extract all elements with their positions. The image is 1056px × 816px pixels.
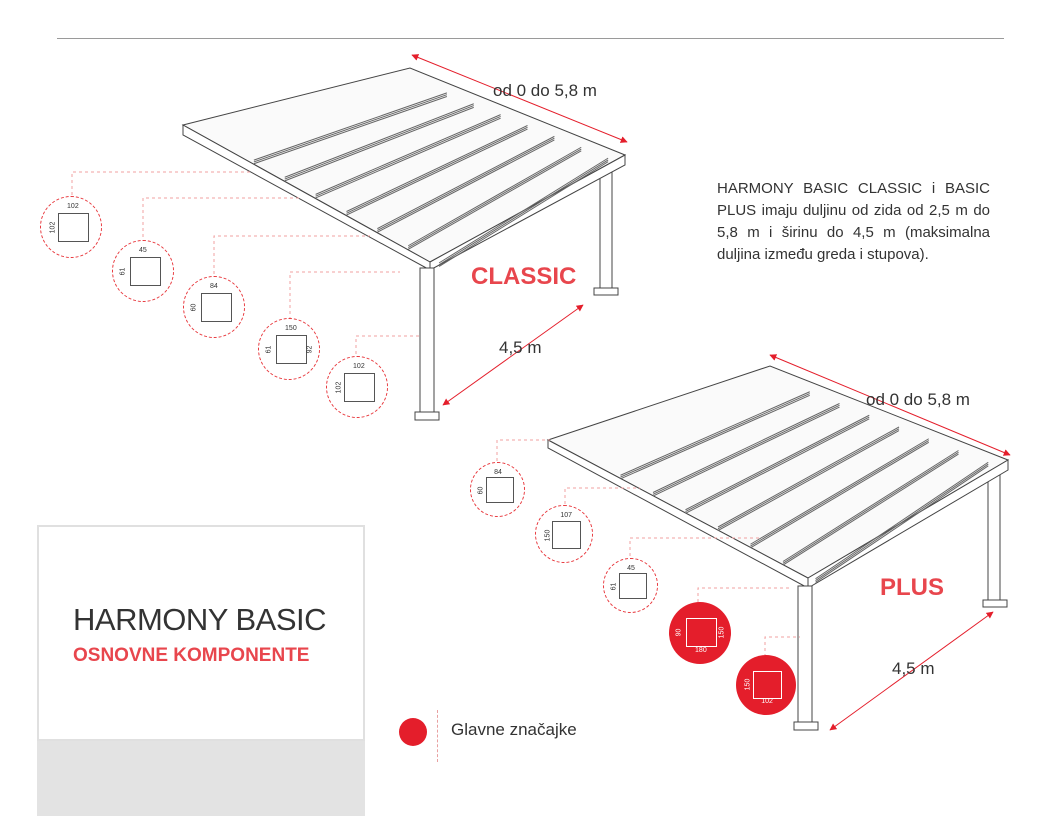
profile-shape <box>201 293 232 323</box>
profile-height-label: 102 <box>335 381 343 394</box>
card-subtitle: OSNOVNE KOMPONENTE <box>73 645 310 666</box>
classic-post-base <box>593 287 619 296</box>
roof-slat-line <box>750 438 930 545</box>
roof-slat-line <box>750 441 930 549</box>
plus-post-front <box>797 585 813 727</box>
profile-section-classic-2: 45 61 <box>112 240 174 302</box>
plus-label: PLUS <box>880 574 945 601</box>
profile-height-label: 61 <box>119 267 127 276</box>
profile-shape <box>486 477 514 504</box>
profile-height-label: 150 <box>544 529 552 541</box>
profile-shape <box>619 573 647 600</box>
legend-red-dot-icon <box>399 718 427 746</box>
roof-slat-line <box>408 150 582 250</box>
profile-height-label: 102 <box>49 221 57 234</box>
roof-slat-line <box>377 135 555 230</box>
profile-section-classic-3: 84 60 <box>183 276 245 338</box>
roof-slat-line <box>782 450 959 562</box>
profile-section-plus-5: 102 150 <box>736 655 796 715</box>
classic-width-dimension: 4,5 m <box>499 338 542 357</box>
plus-length-arrow <box>769 354 1011 456</box>
plus-post-back <box>987 469 1001 603</box>
roof-slat-line <box>815 465 989 583</box>
profile-width-label: 150 <box>285 325 297 333</box>
roof-slat-line <box>438 161 609 267</box>
profile-height-label: 150 <box>744 679 752 691</box>
classic-post-front <box>419 267 435 417</box>
plus-width-dimension: 4,5 m <box>892 659 935 678</box>
roof-slat-line <box>438 157 609 264</box>
profile-height2-label: 92 <box>306 345 314 354</box>
roof-slat-line <box>377 139 555 233</box>
profile-width-label: 107 <box>560 511 573 519</box>
profile-width-label: 180 <box>695 646 707 654</box>
profile-shape <box>58 213 89 243</box>
profile-width-label: 102 <box>67 203 79 211</box>
profile-section-classic-5: 102 102 <box>326 356 388 418</box>
leader-lines <box>71 171 800 657</box>
profile-section-plus-2: 107 150 <box>535 505 593 563</box>
card-title: HARMONY BASIC <box>73 602 327 637</box>
profile-height-label: 61 <box>265 345 273 354</box>
classic-width-arrow <box>442 304 584 406</box>
roof-slat-line <box>815 463 989 581</box>
profile-shape <box>130 257 161 287</box>
plus-pergola <box>546 365 1010 731</box>
profile-width-label: 45 <box>627 564 635 572</box>
legend-separator <box>437 710 438 762</box>
profile-section-plus-4: 180 90 150 <box>669 602 731 664</box>
classic-length-dimension: od 0 do 5,8 m <box>493 81 597 100</box>
profile-height-label: 60 <box>476 486 484 495</box>
profile-section-plus-1: 84 60 <box>470 462 525 517</box>
profile-height-label: 61 <box>609 582 617 591</box>
plus-length-dimension: od 0 do 5,8 m <box>866 390 970 409</box>
roof-slat-line <box>438 159 609 266</box>
profile-height-label: 60 <box>190 303 198 312</box>
classic-post-back <box>599 159 613 291</box>
roof-slat-line <box>782 451 959 564</box>
classic-label: CLASSIC <box>471 263 577 290</box>
profile-section-classic-4: 150 61 92 <box>258 318 320 380</box>
profile-shape <box>552 521 581 549</box>
roof-slat-line <box>377 137 555 231</box>
classic-length-arrow <box>411 54 628 143</box>
roof-slat-line <box>408 148 582 248</box>
profile-shape <box>276 335 307 365</box>
description-text: HARMONY BASIC CLASSIC i BASIC PLUS imaju… <box>717 180 990 263</box>
profile-height-label: 90 <box>675 628 683 637</box>
profile-width-label: 84 <box>494 468 502 476</box>
profile-shape <box>686 618 717 648</box>
card-footer-block <box>37 741 365 816</box>
profile-shape <box>344 373 375 403</box>
profile-width-label: 102 <box>761 698 773 706</box>
top-divider <box>57 38 1004 39</box>
roof-slat-line <box>815 461 989 580</box>
plus-width-arrow <box>829 611 994 731</box>
roof-slat-line <box>408 146 582 247</box>
legend-label: Glavne značajke <box>451 720 577 739</box>
profile-width-label: 45 <box>139 247 147 255</box>
profile-width-label: 102 <box>353 363 365 371</box>
title-card: HARMONY BASIC OSNOVNE KOMPONENTE <box>37 525 365 741</box>
profile-section-plus-3: 45 61 <box>603 558 658 613</box>
profile-width-label: 84 <box>210 283 218 291</box>
roof-slat-line <box>346 128 528 216</box>
profile-shape <box>752 670 783 699</box>
classic-pergola <box>181 67 627 421</box>
classic-post-front-base <box>414 411 440 421</box>
profile-section-classic-1: 102 102 <box>40 196 102 258</box>
roof-slat-line <box>782 453 959 566</box>
roof-slat-line <box>750 440 930 547</box>
profile-height2-label: 150 <box>718 626 726 639</box>
